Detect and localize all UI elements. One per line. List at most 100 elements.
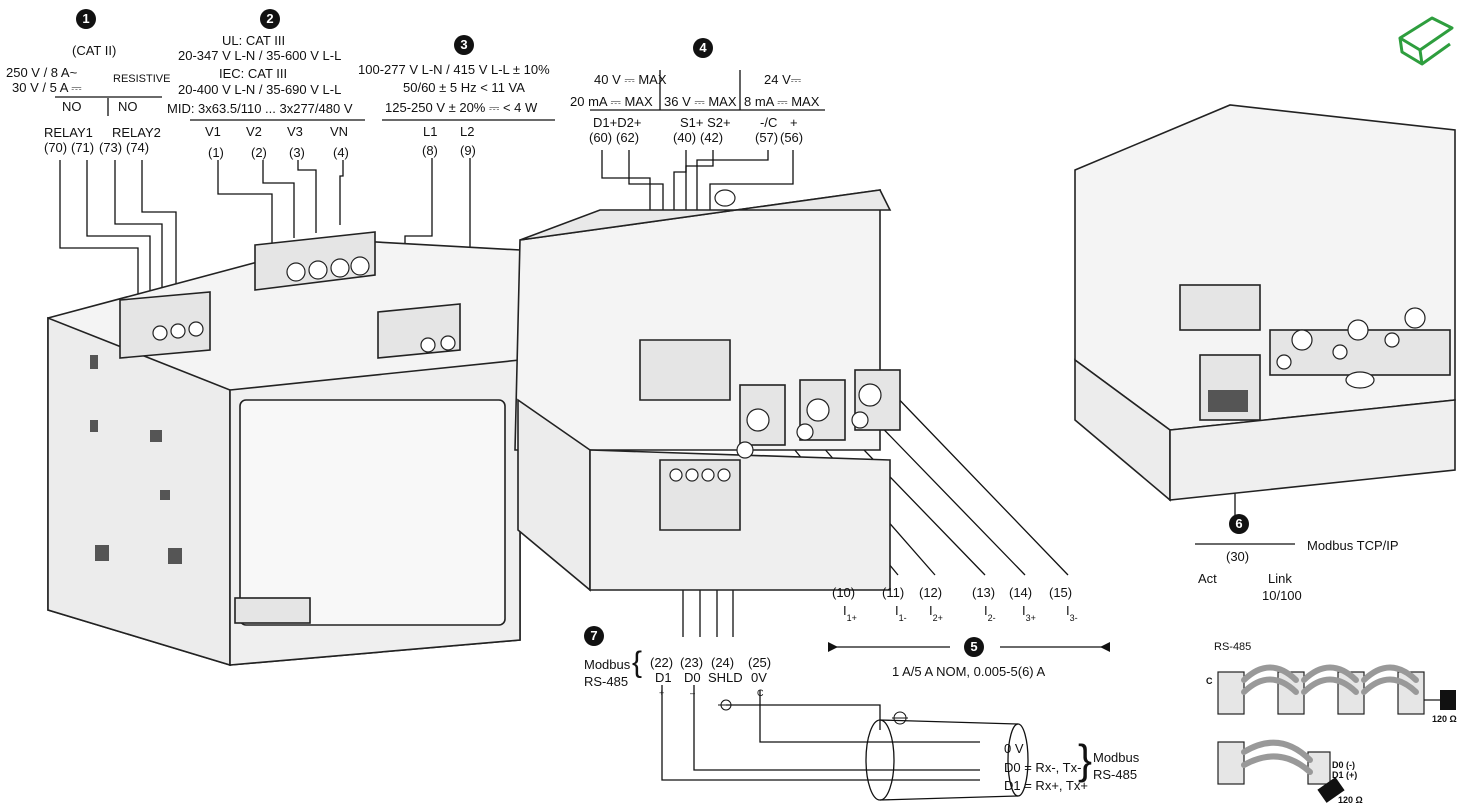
modbus-rs485-title-1: Modbus — [584, 657, 631, 672]
ethernet-speed-label: 10/100 — [1262, 588, 1302, 603]
relay1-no-label: NO — [62, 99, 82, 114]
terminal-25: (25) — [748, 655, 772, 670]
terminal-4: (4) — [333, 145, 349, 160]
rs485-d0-label: D0 — [684, 670, 701, 685]
relay1-label: RELAY1 — [44, 125, 93, 140]
current-i1-plus: I1+ — [843, 603, 857, 623]
relay-cat-label: (CAT II) — [72, 43, 117, 58]
badge-5: 5 — [964, 637, 984, 657]
current-i3-plus: I3+ — [1022, 603, 1036, 623]
io-plus-label: + — [790, 115, 798, 130]
bus-modbus-label: Modbus — [1093, 750, 1140, 765]
terminal-40: (40) — [673, 130, 697, 145]
voltage-v3-label: V3 — [287, 124, 303, 139]
voltage-ul-label: UL: CAT III — [222, 33, 286, 48]
bus-brace: } — [1078, 736, 1093, 783]
terminal-10: (10) — [832, 585, 856, 600]
voltage-vn-label: VN — [330, 124, 349, 139]
bus-rs485-label: RS-485 — [1093, 767, 1138, 782]
terminal-23: (23) — [680, 655, 704, 670]
terminal-56: (56) — [780, 130, 804, 145]
terminal-62: (62) — [616, 130, 640, 145]
voltage-v2-label: V2 — [246, 124, 262, 139]
io-digital-inputs-label: D1+D2+ — [593, 115, 642, 130]
terminal-74: (74) — [126, 140, 150, 155]
rs485-detail-resistor-2: 120 Ω — [1338, 795, 1363, 805]
terminal-71: (71) — [71, 140, 95, 155]
power-l2-label: L2 — [460, 124, 475, 139]
terminal-60: (60) — [589, 130, 613, 145]
io-20ma-max: 20 mA ⎓ MAX — [570, 94, 653, 109]
io-status-inputs-label: S1+ S2+ — [680, 115, 731, 130]
current-i1-minus: I1- — [895, 603, 907, 623]
rs485-detail-resistor-1: 120 Ω — [1432, 714, 1457, 724]
power-supply-dc: 125-250 V ± 20% ⎓ < 4 W — [385, 100, 538, 115]
power-supply-freq: 50/60 ± 5 Hz < 11 VA — [403, 80, 525, 95]
current-i2-minus: I2- — [984, 603, 996, 623]
terminal-57: (57) — [755, 130, 779, 145]
voltage-mid-range: MID: 3x63.5/110 ... 3x277/480 V — [167, 101, 353, 116]
terminal-12: (12) — [919, 585, 943, 600]
modbus-tcpip-label: Modbus TCP/IP — [1307, 538, 1399, 553]
relay2-no-label: NO — [118, 99, 138, 114]
badge-2: 2 — [260, 9, 280, 29]
voltage-v1-label: V1 — [205, 124, 221, 139]
terminal-70: (70) — [44, 140, 68, 155]
current-i3-minus: I3- — [1066, 603, 1078, 623]
badge-4: 4 — [693, 38, 713, 58]
io-8ma-max: 8 mA ⎓ MAX — [744, 94, 820, 109]
current-rating-label: 1 A/5 A NOM, 0.005-5(6) A — [892, 664, 1046, 679]
badge-6: 6 — [1229, 514, 1249, 534]
rs485-detail-title: RS-485 — [1214, 641, 1252, 653]
terminal-3: (3) — [289, 145, 305, 160]
terminal-15: (15) — [1049, 585, 1073, 600]
rs485-shld-label: SHLD — [708, 670, 743, 685]
bus-d1-label: D1 = Rx+, Tx+ — [1004, 778, 1088, 793]
bus-d0-label: D0 = Rx-, Tx- — [1004, 760, 1082, 775]
badge-1: 1 — [76, 9, 96, 29]
terminal-8: (8) — [422, 143, 438, 158]
io-40v-max: 40 V ⎓ MAX — [594, 72, 667, 87]
terminal-73: (73) — [99, 140, 123, 155]
relay-rating-1: 250 V / 8 A~ — [6, 65, 78, 80]
terminal-14: (14) — [1009, 585, 1033, 600]
io-24v-label: 24 V⎓ — [764, 72, 802, 87]
current-i2-plus: I2+ — [929, 603, 943, 623]
badge-3: 3 — [454, 35, 474, 55]
terminal-30: (30) — [1226, 549, 1250, 564]
rs485-detail-c-label: C — [1206, 676, 1213, 686]
power-l1-label: L1 — [423, 124, 438, 139]
relay-resistive-label: RESISTIVE — [113, 73, 171, 85]
book-icon — [1398, 16, 1454, 66]
terminal-9: (9) — [460, 143, 476, 158]
voltage-iec-range: 20-400 V L-N / 35-690 V L-L — [178, 82, 342, 97]
terminal-42: (42) — [700, 130, 724, 145]
relay-rating-2: 30 V / 5 A ⎓ — [12, 80, 82, 95]
relay2-label: RELAY2 — [112, 125, 161, 140]
bus-0v-label: 0 V — [1004, 741, 1024, 756]
rs485-plus-sign: + — [659, 688, 665, 698]
modbus-rs485-title-2: RS-485 — [584, 674, 629, 689]
terminal-22: (22) — [650, 655, 674, 670]
terminal-24: (24) — [711, 655, 735, 670]
io-minus-c-label: -/C — [760, 115, 778, 130]
ethernet-act-label: Act — [1198, 571, 1217, 586]
voltage-ul-range: 20-347 V L-N / 35-600 V L-L — [178, 48, 342, 63]
rs485-minus-sign: – — [690, 688, 696, 698]
power-supply-ac: 100-277 V L-N / 415 V L-L ± 10% — [358, 62, 550, 77]
terminal-11: (11) — [882, 585, 905, 600]
rs485-detail-d1-label: D1 (+) — [1332, 770, 1358, 780]
io-36v-max: 36 V ⎓ MAX — [664, 94, 737, 109]
rs485-0v-label: 0V — [751, 670, 767, 685]
ethernet-link-label: Link — [1268, 571, 1292, 586]
terminal-13: (13) — [972, 585, 996, 600]
rs485-detail-d0-label: D0 (-) — [1332, 760, 1355, 770]
badge-7: 7 — [584, 626, 604, 646]
voltage-iec-label: IEC: CAT III — [219, 66, 288, 81]
rs485-d1-label: D1 — [655, 670, 672, 685]
terminal-1: (1) — [208, 145, 224, 160]
rs485-c-sign: C — [757, 688, 764, 698]
brace: { — [632, 646, 643, 679]
terminal-2: (2) — [251, 145, 267, 160]
